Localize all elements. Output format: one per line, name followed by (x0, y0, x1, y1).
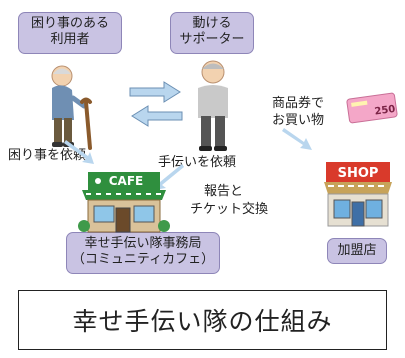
shopping-arrow (282, 128, 312, 150)
user-node-label: 困り事のある 利用者 (18, 12, 122, 54)
shop-sign: SHOP (338, 166, 379, 181)
help-arrow (154, 164, 184, 190)
member-store-label: 加盟店 (327, 238, 387, 264)
user-node-line-1: 困り事のある (30, 16, 109, 31)
office-node-line-1: 幸せ手伝い隊事務局 (84, 236, 202, 251)
report-exchange-line-2: チケット交換 (190, 202, 269, 217)
shopping-label-line-1: 商品券で (272, 96, 325, 111)
supporter-node-label: 動ける サポーター (170, 12, 254, 54)
footer-title-box: 幸せ手伝い隊の仕組み (18, 290, 387, 350)
footer-title: 幸せ手伝い隊の仕組み (72, 307, 333, 336)
voucher-value: 250 (374, 104, 396, 118)
office-node-label: 幸せ手伝い隊事務局 （コミュニティカフェ） (66, 232, 220, 274)
supporter-illustration (198, 60, 228, 151)
supporter-node-line-2: サポーター (179, 32, 245, 47)
arrow-left (131, 105, 183, 127)
office-node-line-2: （コミュニティカフェ） (71, 252, 215, 267)
request-trouble-label: 困り事を依頼 (8, 148, 87, 163)
gift-voucher-illustration: 250 (346, 92, 398, 124)
trouble-arrow (64, 140, 94, 164)
request-help-label: 手伝いを依頼 (158, 155, 237, 170)
user-node-line-2: 利用者 (50, 32, 90, 47)
diagram-canvas: 困り事のある 利用者 動ける サポーター 幸せ手伝い隊事務局 （コミュニティカフ… (8, 12, 398, 274)
shopping-label-line-2: お買い物 (272, 113, 325, 128)
cafe-sign: CAFE (109, 174, 144, 188)
exchange-arrows (129, 81, 183, 127)
member-store-text: 加盟店 (337, 243, 377, 258)
arrow-right (129, 81, 181, 103)
supporter-node-line-1: 動ける (192, 16, 232, 31)
shop-illustration: SHOP (324, 162, 392, 227)
cafe-illustration: CAFE (78, 172, 170, 233)
report-exchange-line-1: 報告と (204, 184, 244, 199)
